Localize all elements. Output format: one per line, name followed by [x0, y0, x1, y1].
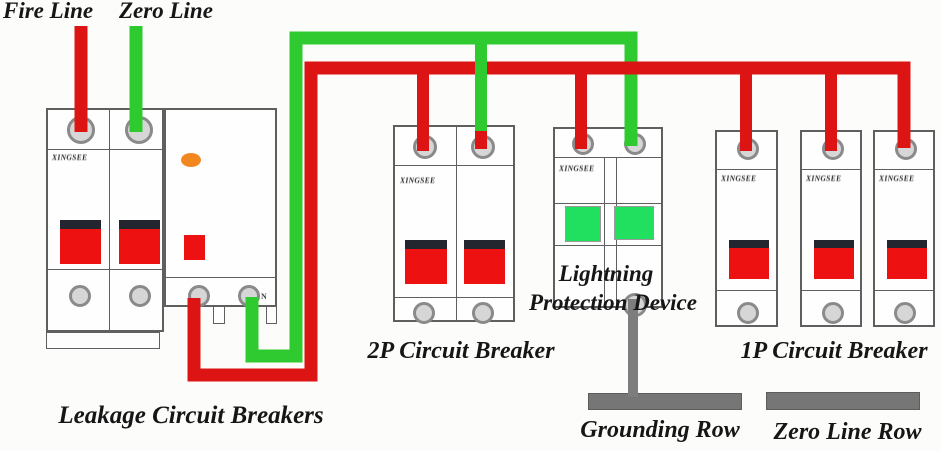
- output-terminal-neutral: [238, 285, 260, 307]
- mounting-foot: [213, 307, 225, 324]
- panel-line: [875, 169, 933, 170]
- breaker-toggle: [60, 220, 101, 264]
- breaker-2p-label: 2P Circuit Breaker: [367, 338, 555, 364]
- input-terminal-zero: [125, 116, 153, 144]
- panel-line: [166, 277, 275, 278]
- brand-label: XINGSEE: [559, 164, 595, 173]
- module-divider: [109, 110, 110, 330]
- input-terminal: [624, 133, 646, 155]
- breaker-toggle: [814, 240, 854, 279]
- panel-line: [48, 269, 162, 270]
- breaker-toggle: [464, 240, 505, 284]
- leakage-breaker-modules: XINGSEE: [46, 108, 164, 332]
- circuit-breaker-1p: XINGSEE: [873, 130, 935, 327]
- brand-label: XINGSEE: [806, 174, 842, 183]
- circuit-breaker-2p: XINGSEE: [393, 125, 515, 324]
- leakage-breaker-right-section: N: [164, 108, 277, 307]
- breaker-1p-label: 1P Circuit Breaker: [740, 338, 928, 364]
- zero-line-row-label: Zero Line Row: [773, 419, 922, 445]
- panel-line: [48, 149, 162, 150]
- input-terminal: [471, 135, 495, 159]
- mounting-foot: [266, 307, 277, 324]
- lightning-label-line2: Protection Device: [529, 290, 697, 315]
- output-terminal: [413, 302, 435, 324]
- input-terminal-fire: [67, 116, 95, 144]
- panel-line: [875, 290, 933, 291]
- surge-status-window: [614, 206, 654, 240]
- breaker-toggle: [405, 240, 447, 284]
- brand-label: XINGSEE: [400, 176, 436, 185]
- panel-line: [802, 169, 860, 170]
- test-button: [184, 235, 205, 260]
- brand-label: XINGSEE: [52, 153, 88, 162]
- output-terminal: [472, 302, 494, 324]
- panel-line: [395, 297, 513, 298]
- leakage-din-clip: [46, 332, 160, 349]
- module-divider: [456, 127, 457, 320]
- neutral-marker: N: [261, 292, 267, 301]
- circuit-breaker-1p: XINGSEE: [715, 130, 778, 327]
- output-terminal: [894, 302, 916, 324]
- brand-label: XINGSEE: [721, 174, 757, 183]
- leakage-breakers-label: Leakage Circuit Breakers: [58, 402, 324, 429]
- surge-status-window: [565, 206, 601, 242]
- output-terminal: [822, 302, 844, 324]
- grounding-row-label: Grounding Row: [580, 417, 740, 443]
- output-terminal: [129, 285, 151, 307]
- breaker-toggle: [729, 240, 769, 279]
- output-terminal: [737, 302, 759, 324]
- panel-line: [717, 169, 776, 170]
- breaker-toggle: [119, 220, 160, 264]
- lightning-label-line1: Lightning: [558, 261, 654, 286]
- fire-line-bus-wire: [187, 61, 911, 382]
- input-terminal: [413, 135, 437, 159]
- zero-line-label: Zero Line: [119, 0, 213, 23]
- input-terminal: [572, 133, 594, 155]
- panel-line: [555, 157, 661, 158]
- circuit-breaker-1p: XINGSEE: [800, 130, 862, 327]
- input-terminal: [895, 138, 917, 160]
- panel-line: [802, 290, 860, 291]
- panel-line: [717, 290, 776, 291]
- indicator-lamp: [181, 153, 201, 167]
- breaker-toggle: [887, 240, 927, 279]
- grounding-row-bar: [588, 393, 742, 410]
- input-terminal: [822, 138, 844, 160]
- output-terminal: [69, 285, 91, 307]
- panel-line: [555, 245, 661, 246]
- panel-line: [555, 203, 661, 204]
- input-terminal: [737, 138, 759, 160]
- output-terminal-fire: [188, 285, 210, 307]
- brand-label: XINGSEE: [879, 174, 915, 183]
- fire-line-label: Fire Line: [3, 0, 94, 23]
- zero-line-row-bar: [766, 392, 920, 410]
- panel-line: [395, 165, 513, 166]
